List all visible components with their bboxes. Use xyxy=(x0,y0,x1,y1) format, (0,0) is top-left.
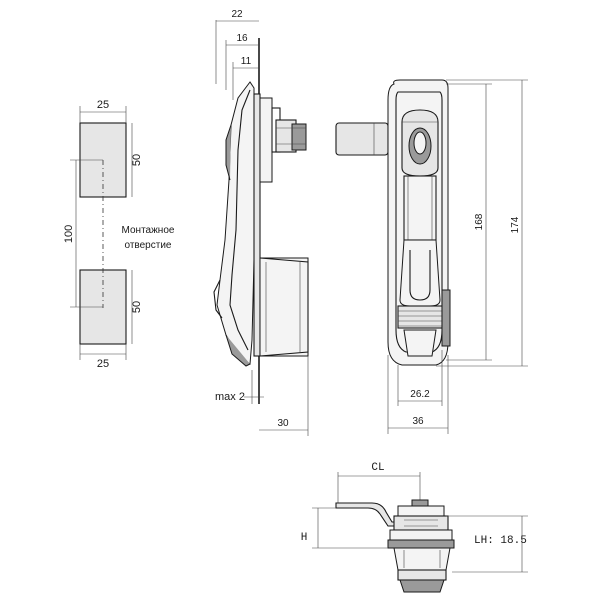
lower-recess xyxy=(399,239,441,307)
dim-22-label: 22 xyxy=(231,9,243,20)
handle-front-grip xyxy=(225,124,232,181)
dim-16-label: 16 xyxy=(236,33,248,44)
cl-label: CL xyxy=(371,462,384,474)
cutout-width-bottom-label: 25 xyxy=(97,358,109,370)
mounting-cutout-view: 25 25 50 50 100 Монтажное отверстие xyxy=(63,99,175,370)
side-view: 22 16 11 max 2 30 xyxy=(213,9,309,436)
h-label: H xyxy=(301,532,308,544)
cam-housing-middle xyxy=(393,515,449,531)
cutout-note-line1: Монтажное xyxy=(122,225,175,236)
lh-label: LH: 18.5 xyxy=(474,535,527,547)
panel-clamp xyxy=(387,539,455,549)
dim-168-label: 168 xyxy=(474,213,485,230)
side-cam-tab xyxy=(335,122,389,156)
dim-36-label: 36 xyxy=(412,416,424,427)
side-latch-edge xyxy=(441,289,451,347)
cam-bottom-cap xyxy=(399,579,445,593)
max-thickness-label: max 2 xyxy=(215,391,245,403)
dim-11-label: 11 xyxy=(241,56,252,67)
grip-ribs xyxy=(397,305,443,329)
cam-tongue xyxy=(291,123,307,151)
cutout-height-top-label: 50 xyxy=(131,154,143,166)
dim-26-2-label: 26.2 xyxy=(410,389,430,400)
lower-housing xyxy=(259,257,309,357)
cutout-note-line2: отверстие xyxy=(125,240,172,251)
cam-bottom-view: CL H LH: 18.5 xyxy=(301,462,528,593)
cutout-pitch-label: 100 xyxy=(63,225,75,243)
front-view: 168 174 26.2 36 xyxy=(335,79,528,434)
cam-housing-top xyxy=(397,505,445,517)
dim-174-label: 174 xyxy=(510,216,521,233)
cutout-width-top-label: 25 xyxy=(97,99,109,111)
upper-housing xyxy=(259,97,273,183)
dim-30-label: 30 xyxy=(277,418,289,429)
cam-arm xyxy=(335,502,399,527)
cam-housing-lower xyxy=(393,547,451,571)
cutout-height-bottom-label: 50 xyxy=(131,301,143,313)
mounting-flange xyxy=(253,93,261,357)
